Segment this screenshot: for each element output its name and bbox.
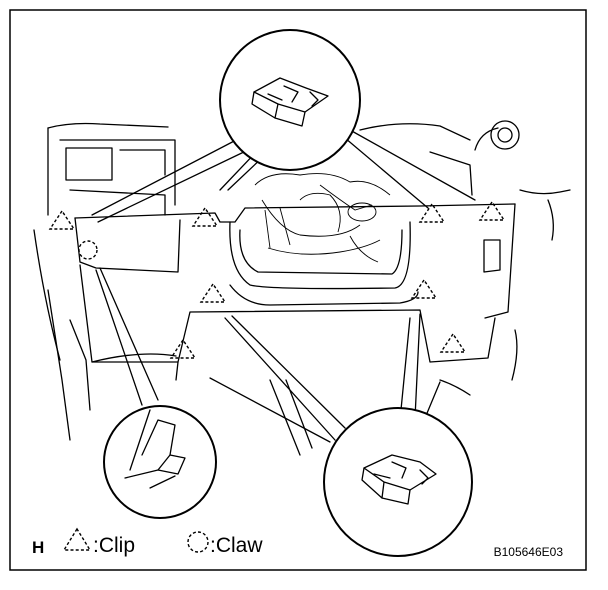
shift-lever-interior	[254, 173, 391, 263]
figure-code: B105646E03	[494, 545, 564, 559]
claw-legend-label: :Claw	[210, 534, 263, 557]
claw-detail-callout	[103, 405, 217, 519]
clip-marker-icon	[169, 338, 197, 359]
clip-detail-callout-top	[219, 29, 361, 171]
clip-legend-icon	[62, 527, 92, 551]
dashboard-background	[33, 120, 571, 441]
figure-frame	[9, 9, 587, 571]
clip-marker-icon	[439, 332, 467, 353]
clip-marker-icon	[48, 209, 76, 230]
clip-marker-icon	[478, 200, 506, 221]
clip-marker-icon	[418, 202, 446, 223]
clip-detail-callout-bottom	[323, 407, 473, 557]
clip-marker-icon	[191, 206, 219, 227]
leader-lines-left	[95, 267, 159, 406]
claw-legend-icon	[187, 531, 209, 553]
legend: H :Clip :Claw	[32, 527, 263, 557]
claw-marker-icon	[78, 240, 98, 260]
console-surround-upper	[74, 203, 516, 319]
clip-marker-icon	[410, 278, 438, 299]
legend-mark: H	[32, 538, 44, 557]
clip-legend-label: :Clip	[93, 534, 135, 557]
clip-markers	[48, 200, 506, 359]
leader-lines-bottom	[209, 313, 441, 443]
clip-marker-icon	[199, 282, 227, 303]
